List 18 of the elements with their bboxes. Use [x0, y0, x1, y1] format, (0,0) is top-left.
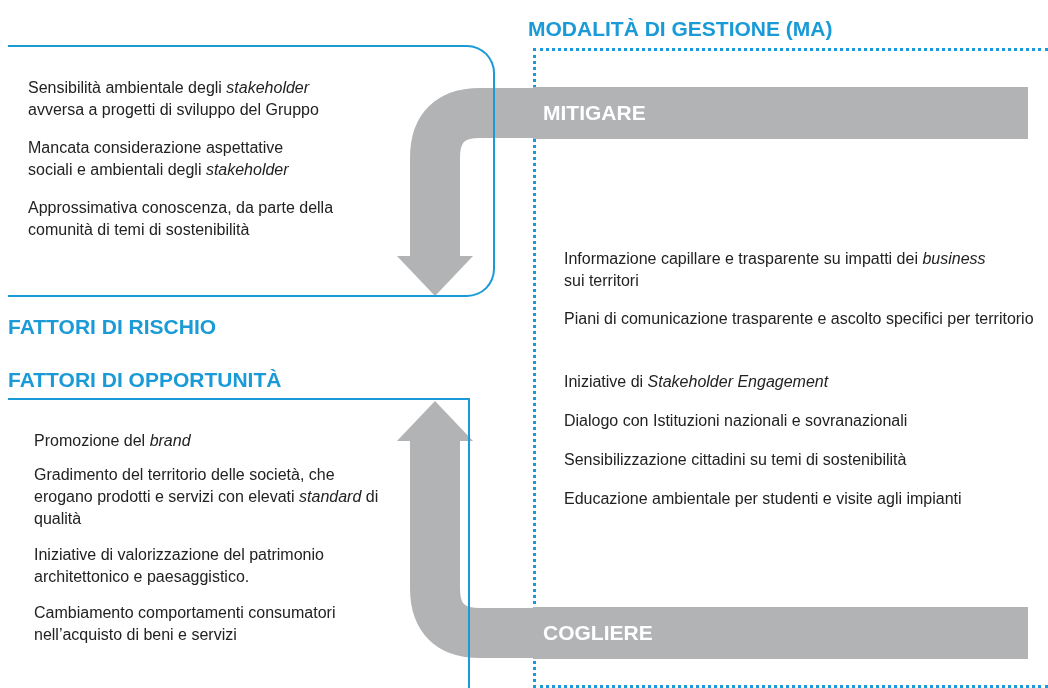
section-heading: FATTORI DI OPPORTUNITÀ — [8, 368, 282, 392]
list-item-text: Informazione capillare e trasparente su impatti dei business sui territori — [564, 249, 987, 291]
section-heading: MODALITÀ DI GESTIONE (MA) — [528, 17, 833, 41]
list-item-text: Iniziative di valorizzazione del patrimonio architettonico e paesaggistico. — [34, 545, 325, 587]
list-item-text: Dialogo con Istituzioni nazionali e sovranazionali — [564, 411, 909, 431]
section-heading: FATTORI DI RISCHIO — [8, 315, 217, 339]
list-item-text: Gradimento del territorio delle società, che erogano prodotti e servizi con elevati standard di qualità — [34, 465, 380, 529]
arrow-band: MITIGARE — [533, 87, 1028, 139]
list-item-text: Cambiamento comportamenti consumatori nell’acquisto di beni e servizi — [34, 603, 337, 645]
list-item-text: Iniziative di Stakeholder Engagement — [564, 372, 830, 392]
list-item-text: Promozione del brand — [34, 431, 192, 451]
list-item-text: Sensibilizzazione cittadini su temi di sostenibilità — [564, 450, 908, 470]
list-item-text: Mancata considerazione aspettative sociali e ambientali degli stakeholder — [28, 138, 290, 180]
list-item-text: Approssimativa conoscenza, da parte della comunità di temi di sostenibilità — [28, 198, 335, 240]
arrow-band: COGLIERE — [533, 607, 1028, 659]
list-item-text: Piani di comunicazione trasparente e ascolto specifici per territorio — [564, 309, 1034, 329]
list-item-text: Sensibilità ambientale degli stakeholder avversa a progetti di sviluppo del Gruppo — [28, 78, 320, 120]
list-item-text: Educazione ambientale per studenti e visite agli impianti — [564, 489, 963, 509]
